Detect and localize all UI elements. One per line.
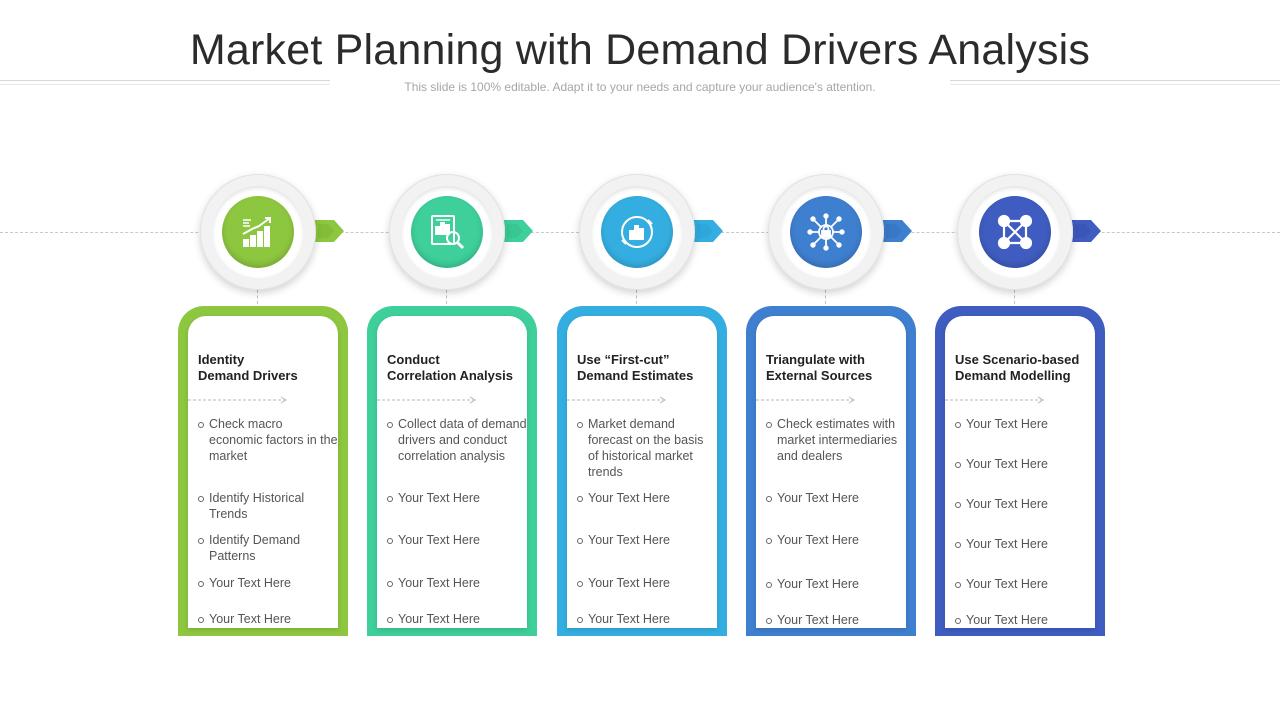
step-title-line-2: Correlation Analysis	[387, 368, 513, 383]
step-1-item: Identify Historical Trends	[198, 490, 338, 522]
step-5-item: Your Text Here	[955, 536, 1095, 552]
dashed-arrow-divider	[188, 396, 287, 404]
step-card-body: Conduct Correlation Analysis Collect dat…	[377, 316, 527, 628]
step-icon-ring-inner	[212, 186, 304, 278]
step-connector-dashed	[825, 290, 826, 320]
cycle-chart-icon	[601, 196, 673, 268]
step-connector-dashed	[636, 290, 637, 320]
step-arrow-tab	[503, 220, 533, 242]
step-title-line-1: Conduct	[387, 352, 440, 367]
step-card-title: Identity Demand Drivers	[198, 352, 338, 384]
step-arrow-tab	[693, 220, 723, 242]
step-arrow-tab	[882, 220, 912, 242]
step-icon-ring	[200, 174, 316, 290]
step-card: Identity Demand Drivers Check macro econ…	[178, 306, 348, 636]
step-card-body: Identity Demand Drivers Check macro econ…	[188, 316, 338, 628]
step-2-item: Collect data of demand drivers and condu…	[387, 416, 527, 464]
growth-chart-icon	[222, 196, 294, 268]
step-card-body: Use “First-cut” Demand Estimates Market …	[567, 316, 717, 628]
dashed-arrow-divider	[756, 396, 855, 404]
page-title: Market Planning with Demand Drivers Anal…	[189, 26, 1091, 74]
step-3: Use “First-cut” Demand Estimates Market …	[552, 172, 727, 642]
step-title-line-1: Triangulate with	[766, 352, 865, 367]
step-title-line-1: Use Scenario-based	[955, 352, 1080, 367]
step-title-line-1: Identity	[198, 352, 245, 367]
step-4-item: Your Text Here	[766, 576, 906, 592]
page-subtitle: This slide is 100% editable. Adapt it to…	[404, 80, 876, 94]
step-1-item: Your Text Here	[198, 575, 338, 591]
step-1-item: Your Text Here	[198, 611, 338, 627]
step-2-item: Your Text Here	[387, 575, 527, 591]
step-4-item: Your Text Here	[766, 612, 906, 628]
step-3-item: Your Text Here	[577, 611, 717, 627]
step-card-body: Triangulate with External Sources Check …	[756, 316, 906, 628]
step-5: Use Scenario-based Demand Modelling Your…	[930, 172, 1105, 642]
step-arrow-tab	[314, 220, 344, 242]
step-card: Triangulate with External Sources Check …	[746, 306, 916, 636]
step-connector-dashed	[446, 290, 447, 320]
step-5-item: Your Text Here	[955, 576, 1095, 592]
report-magnifier-icon	[411, 196, 483, 268]
step-connector-dashed	[257, 290, 258, 320]
network-lock-icon	[790, 196, 862, 268]
step-title-line-2: Demand Estimates	[577, 368, 694, 383]
dashed-arrow-divider	[567, 396, 666, 404]
step-icon-ring-inner	[591, 186, 683, 278]
step-title-line-1: Use “First-cut”	[577, 352, 670, 367]
step-arrow-tab	[1071, 220, 1101, 242]
step-4-item: Check estimates with market intermediari…	[766, 416, 906, 464]
step-3-item: Your Text Here	[577, 575, 717, 591]
step-card-title: Use Scenario-based Demand Modelling	[955, 352, 1095, 384]
step-5-item: Your Text Here	[955, 612, 1095, 628]
step-card: Use Scenario-based Demand Modelling Your…	[935, 306, 1105, 636]
step-4-item: Your Text Here	[766, 490, 906, 506]
step-card-body: Use Scenario-based Demand Modelling Your…	[945, 316, 1095, 628]
step-card-title: Use “First-cut” Demand Estimates	[577, 352, 717, 384]
step-icon-ring-inner	[780, 186, 872, 278]
step-card-title: Conduct Correlation Analysis	[387, 352, 527, 384]
network-nodes-icon	[979, 196, 1051, 268]
step-title-line-2: Demand Modelling	[955, 368, 1071, 383]
step-3-item: Your Text Here	[577, 532, 717, 548]
step-2: Conduct Correlation Analysis Collect dat…	[362, 172, 537, 642]
step-4: Triangulate with External Sources Check …	[741, 172, 916, 642]
step-connector-dashed	[1014, 290, 1015, 320]
step-icon-ring-inner	[401, 186, 493, 278]
step-4-item: Your Text Here	[766, 532, 906, 548]
title-rule-right	[950, 80, 1280, 81]
step-card-title: Triangulate with External Sources	[766, 352, 906, 384]
step-2-item: Your Text Here	[387, 490, 527, 506]
step-1-item: Check macro economic factors in the mark…	[198, 416, 338, 464]
step-card: Use “First-cut” Demand Estimates Market …	[557, 306, 727, 636]
step-icon-ring	[768, 174, 884, 290]
step-icon-ring	[389, 174, 505, 290]
dashed-arrow-divider	[377, 396, 476, 404]
step-5-item: Your Text Here	[955, 416, 1095, 432]
dashed-arrow-divider	[945, 396, 1044, 404]
step-2-item: Your Text Here	[387, 532, 527, 548]
step-3-item: Your Text Here	[577, 490, 717, 506]
step-title-line-2: External Sources	[766, 368, 873, 383]
title-rule-right-2	[950, 84, 1280, 85]
step-5-item: Your Text Here	[955, 496, 1095, 512]
step-card: Conduct Correlation Analysis Collect dat…	[367, 306, 537, 636]
title-rule-left	[0, 80, 330, 81]
title-rule-left-2	[0, 84, 330, 85]
step-icon-ring	[957, 174, 1073, 290]
step-title-line-2: Demand Drivers	[198, 368, 298, 383]
step-5-item: Your Text Here	[955, 456, 1095, 472]
step-icon-ring-inner	[969, 186, 1061, 278]
step-1-item: Identify Demand Patterns	[198, 532, 338, 564]
step-icon-ring	[579, 174, 695, 290]
step-2-item: Your Text Here	[387, 611, 527, 627]
step-3-item: Market demand forecast on the basis of h…	[577, 416, 717, 480]
step-1: Identity Demand Drivers Check macro econ…	[173, 172, 348, 642]
